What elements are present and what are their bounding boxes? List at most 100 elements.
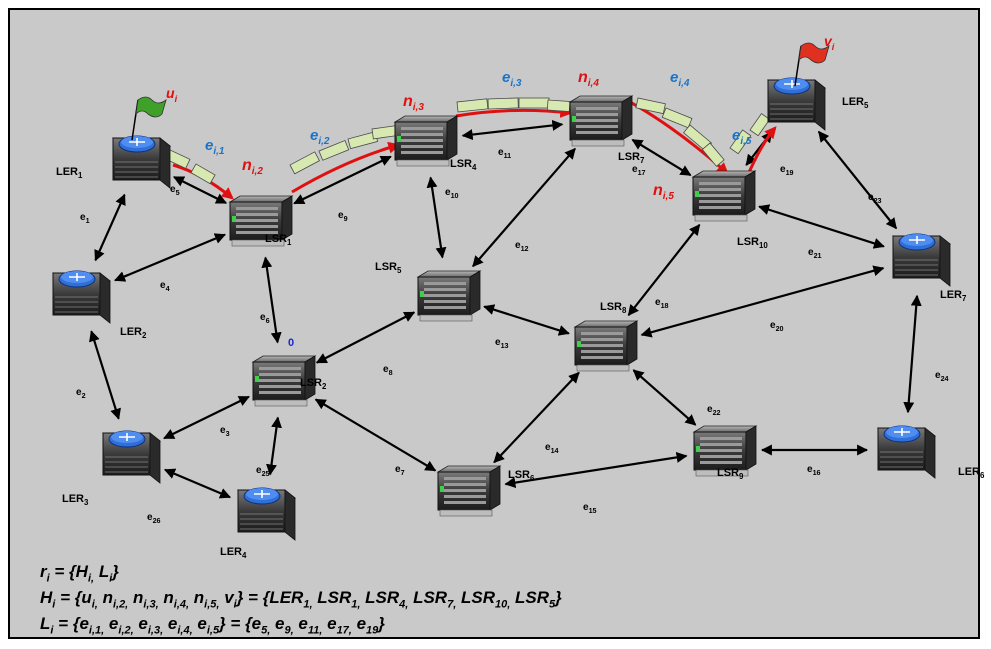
router-ler2[interactable] (51, 270, 112, 324)
node-label-lsr7: LSR7 (618, 151, 645, 165)
edge-e23 (817, 130, 898, 230)
edge-label-e15: e15 (583, 502, 597, 515)
packet (371, 125, 398, 140)
hop-label-5: ei,5 (732, 127, 752, 147)
node-label-ler1: LER1 (56, 166, 83, 180)
switch-lsr1[interactable] (228, 195, 294, 247)
edge-label-e8: e8 (383, 364, 393, 377)
edge-e24 (903, 294, 922, 414)
edge-e20 (640, 265, 885, 338)
edge-e15 (504, 451, 688, 489)
router-ler7[interactable] (891, 233, 952, 287)
edge-label-e6: e6 (260, 312, 270, 325)
edge-label-e21: e21 (808, 247, 822, 260)
source-flag: ui (131, 85, 178, 141)
path-hop-3 (455, 105, 573, 118)
edge-e1 (94, 193, 126, 262)
edge-e13 (483, 304, 570, 336)
network-diagram: e1e2e3e4e5e6e7e8e9e10e11e12e13e14e15e16e… (51, 33, 985, 560)
formula-r: ri = {Hi, Li} (40, 562, 119, 584)
node-label-ler7: LER7 (940, 289, 967, 303)
path-node-label-3: ni,3 (403, 93, 424, 113)
edge-label-e22: e22 (707, 404, 721, 417)
edge-e26 (163, 468, 232, 499)
switch-lsr2[interactable] (251, 355, 317, 407)
hop-label-4: ei,4 (670, 69, 690, 89)
packet (661, 107, 693, 129)
edge-label-e5: e5 (170, 184, 180, 197)
switch-lsr6[interactable] (436, 465, 502, 517)
edge-label-e1: e1 (80, 212, 90, 225)
edge-label-e4: e4 (160, 280, 170, 293)
router-ler1[interactable] (111, 135, 172, 189)
router-ler4[interactable] (236, 487, 297, 541)
node-label-ler5: LER5 (842, 96, 869, 110)
switch-lsr7[interactable] (568, 95, 634, 147)
formula-l: Li = {ei,1, ei,2, ei,3, ei,4, ei,5} = {e… (40, 614, 385, 636)
formula-h: Hi = {ui, ni,2, ni,3, ni,4, ni,5, vi} = … (40, 588, 562, 610)
edge-label-e19: e19 (780, 164, 794, 177)
node-label-lsr1: LSR1 (265, 233, 292, 247)
formula-l-text: Li = {ei,1, ei,2, ei,3, ei,4, ei,5} = {e… (40, 614, 385, 637)
edge-label-e12: e12 (515, 240, 529, 253)
node-label-lsr4: LSR4 (450, 158, 477, 172)
switch-lsr8[interactable] (573, 320, 639, 372)
router-ler6[interactable] (876, 425, 937, 479)
edge-label-e25: e25 (256, 465, 270, 478)
packet (190, 163, 216, 185)
edge-e6 (261, 256, 282, 344)
edge-e5 (173, 176, 227, 204)
switch-lsr9[interactable] (692, 425, 758, 477)
node-label-ler4: LER4 (220, 546, 247, 560)
edge-label-e11: e11 (498, 147, 511, 160)
edge-label-e16: e16 (807, 464, 821, 477)
path-node-label-5: ni,5 (653, 182, 674, 202)
edge-e3 (163, 395, 250, 440)
packet (456, 98, 489, 113)
edge-e4 (114, 233, 226, 282)
router-ler3[interactable] (101, 430, 162, 484)
flag-icon (135, 96, 167, 118)
edge-e2 (89, 330, 121, 420)
node-label-lsr2: LSR2 (300, 377, 327, 391)
edge-label-e23: e23 (868, 192, 882, 205)
edge-label-e17: e17 (632, 164, 646, 177)
svg-text:ui: ui (166, 85, 178, 104)
packet (749, 113, 771, 137)
node-label-ler3: LER3 (62, 493, 89, 507)
node-label-ler6: LER6 (958, 466, 985, 480)
edge-e11 (461, 119, 564, 141)
edge-label-e18: e18 (655, 297, 669, 310)
edge-label-e2: e2 (76, 387, 86, 400)
packet (289, 151, 320, 175)
edge-label-e7: e7 (395, 464, 405, 477)
packet (518, 97, 550, 109)
router-ler5[interactable] (766, 77, 827, 131)
edge-e17 (631, 138, 692, 177)
edge-e14 (493, 371, 580, 464)
formula-r-text: ri = {Hi, Li} (40, 562, 119, 585)
edge-label-e9: e9 (338, 210, 348, 223)
lsr2-zero-label: 0 (288, 337, 294, 349)
switch-lsr10[interactable] (691, 170, 757, 222)
packet (546, 99, 571, 112)
edge-e8 (315, 311, 416, 364)
edge-label-e10: e10 (445, 187, 459, 200)
switch-lsr4[interactable] (393, 115, 459, 167)
edge-label-e26: e26 (147, 512, 161, 525)
edge-label-e14: e14 (545, 442, 559, 455)
edge-label-e24: e24 (935, 370, 949, 383)
node-label-lsr8: LSR8 (600, 301, 627, 315)
node-label-lsr9: LSR9 (717, 467, 744, 481)
flag-icon (798, 42, 830, 64)
edge-e12 (472, 147, 576, 268)
node-label-lsr6: LSR6 (508, 469, 535, 483)
edge-e9 (293, 155, 392, 205)
packet (635, 97, 666, 115)
hop-label-1: ei,1 (205, 137, 225, 157)
edge-e25 (266, 416, 282, 476)
switch-lsr5[interactable] (416, 270, 482, 322)
hop-label-3: ei,3 (502, 69, 522, 89)
hop-label-2: ei,2 (310, 127, 330, 147)
